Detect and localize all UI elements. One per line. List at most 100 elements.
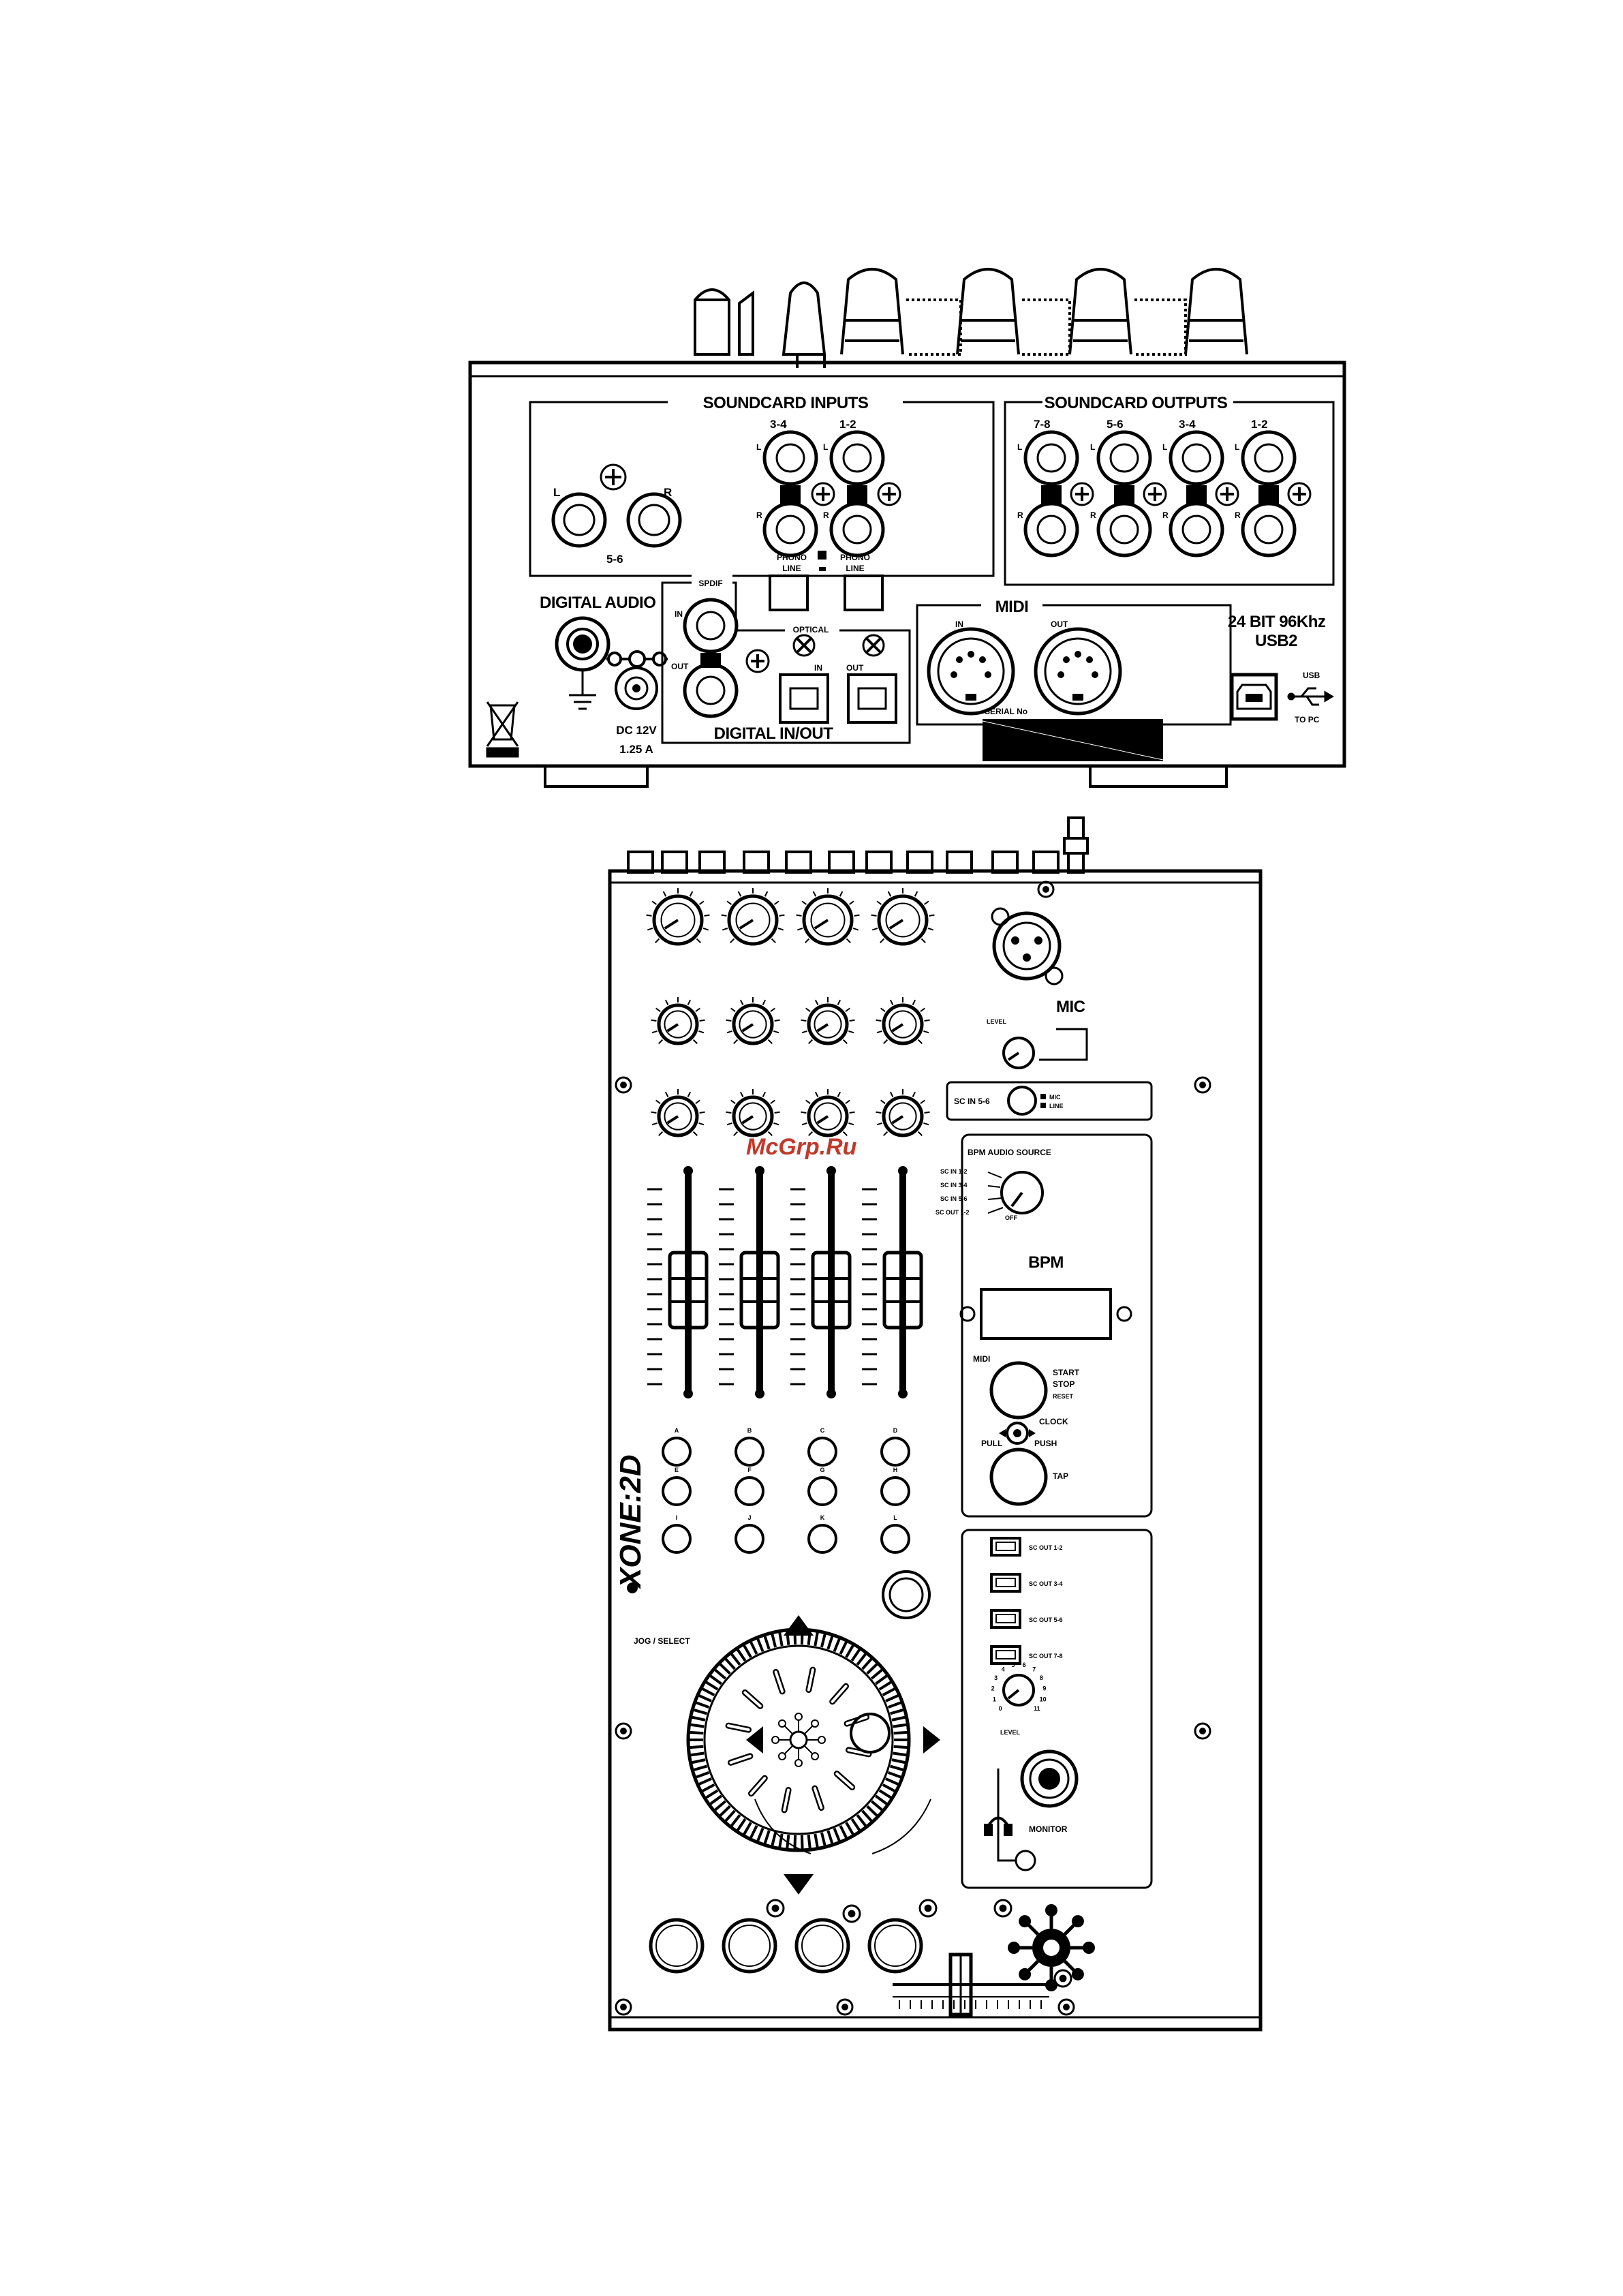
assign-button[interactable]: E: [662, 1467, 692, 1506]
low-knob[interactable]: [726, 1089, 780, 1137]
clock-knob[interactable]: [999, 1422, 1036, 1445]
transport-button[interactable]: [722, 1918, 777, 1974]
crossfader-scale: [899, 2000, 1042, 2009]
transport-button[interactable]: [649, 1918, 705, 1974]
right-arrow-icon[interactable]: [923, 1726, 940, 1754]
up-arrow-icon[interactable]: [784, 1615, 814, 1636]
spec-bit-rate: 24 BIT 96Khz: [1228, 613, 1326, 631]
mid-knob[interactable]: [726, 997, 780, 1045]
monitor-scale-tick: 8: [1040, 1674, 1043, 1681]
line-label-1: LINE: [782, 564, 801, 573]
monitor-source-label: SC OUT 1-2: [1029, 1544, 1063, 1551]
gain-knobs[interactable]: [646, 888, 935, 946]
tap-button[interactable]: [989, 1448, 1048, 1506]
channel-fader[interactable]: [790, 1166, 852, 1398]
channel-fader[interactable]: [862, 1166, 923, 1398]
weee-bin-icon: [486, 701, 519, 758]
input-1-2-label: 1-2: [839, 418, 856, 431]
brand-star-icon: [627, 1582, 638, 1593]
gain-knob[interactable]: [796, 888, 860, 946]
jog-center-logo-icon: [771, 1713, 826, 1767]
assign-button[interactable]: H: [880, 1467, 910, 1506]
dc-power-jack: [615, 667, 658, 710]
assign-button[interactable]: J: [735, 1514, 764, 1554]
spec-usb2: USB2: [1255, 632, 1297, 650]
jog-wheel[interactable]: [686, 1627, 911, 1852]
gain-knob[interactable]: [646, 888, 710, 946]
mid-knob[interactable]: [651, 997, 705, 1045]
assign-button-label: D: [893, 1427, 898, 1434]
bpm-title: BPM: [1028, 1253, 1064, 1272]
screw-icon: [842, 1904, 861, 1923]
digital-audio-label: DIGITAL AUDIO: [540, 594, 655, 612]
down-arrow-icon[interactable]: [784, 1874, 814, 1895]
assign-buttons[interactable]: A B C D E F G H I J K L: [662, 1427, 910, 1554]
monitor-source-switch[interactable]: SC OUT 3-4: [990, 1573, 1063, 1593]
monitor-level-knob[interactable]: [1002, 1674, 1035, 1706]
assign-button[interactable]: G: [807, 1467, 837, 1506]
monitor-source-switch[interactable]: SC OUT 7-8: [990, 1645, 1063, 1665]
phono-line-switches[interactable]: [769, 551, 884, 611]
assign-button[interactable]: L: [880, 1514, 910, 1554]
output-pair-label: 1-2: [1251, 418, 1268, 431]
mid-knob[interactable]: [801, 997, 855, 1045]
top-connectors: [627, 851, 1060, 874]
monitor-source-switch[interactable]: SC OUT 5-6: [990, 1609, 1063, 1629]
channel-faders[interactable]: [647, 1166, 923, 1398]
mic-level-knob[interactable]: [1002, 1037, 1035, 1069]
transport-buttons[interactable]: [649, 1918, 923, 1974]
monitor-scale-tick: 0: [999, 1705, 1002, 1712]
low-knob[interactable]: [876, 1089, 930, 1137]
assign-button-label: H: [893, 1467, 898, 1473]
low-knob[interactable]: [651, 1089, 705, 1137]
left-arrow-icon[interactable]: [746, 1726, 763, 1754]
screw: [615, 1722, 632, 1740]
channel-fader[interactable]: [719, 1166, 780, 1398]
to-pc-label: TO PC: [1295, 715, 1320, 724]
crossfader[interactable]: [893, 1953, 1049, 2017]
assign-button[interactable]: A: [662, 1427, 692, 1467]
monitor-scale-tick: 7: [1032, 1666, 1036, 1673]
gain-knob[interactable]: [721, 888, 785, 946]
output-right-label: R: [1235, 510, 1241, 520]
channel-fader[interactable]: [647, 1166, 709, 1398]
monitor-source-label: SC OUT 7-8: [1029, 1653, 1063, 1659]
mid-knob[interactable]: [876, 997, 930, 1045]
mid-knobs[interactable]: [651, 997, 930, 1045]
screw-icon: [766, 1899, 785, 1918]
input-1-2-l-label: L: [823, 442, 828, 452]
mic-line-switch[interactable]: [1007, 1086, 1037, 1116]
bpm-source-off: OFF: [1005, 1214, 1017, 1221]
start-stop-button[interactable]: [989, 1361, 1048, 1420]
input-5-6-right-label: R: [664, 486, 672, 499]
transport-button[interactable]: [867, 1918, 923, 1974]
monitor-source-switch[interactable]: SC OUT 1-2: [990, 1537, 1063, 1557]
transport-button[interactable]: [794, 1918, 850, 1974]
output-right-label: R: [1017, 510, 1023, 520]
monitor-source-switches[interactable]: SC OUT 1-2 SC OUT 3-4 SC OUT 5-6 SC OUT 7-8: [990, 1537, 1063, 1665]
screw-icon: [993, 1899, 1013, 1918]
bpm-source-4: SC OUT 1-2: [936, 1209, 970, 1216]
input-5-6-jacks: [551, 463, 682, 548]
assign-button[interactable]: B: [735, 1427, 764, 1467]
assign-button[interactable]: I: [662, 1514, 692, 1554]
input-5-6-left-label: L: [553, 486, 560, 499]
low-knobs[interactable]: [651, 1089, 930, 1137]
assign-button[interactable]: C: [807, 1427, 837, 1467]
assign-button[interactable]: F: [735, 1467, 764, 1506]
encoder-knob[interactable]: [882, 1570, 931, 1619]
screw: [1057, 1998, 1075, 2016]
input-1-2-r-label: R: [823, 510, 829, 520]
screw-icon: [918, 1899, 938, 1918]
assign-button[interactable]: D: [880, 1427, 910, 1467]
assign-button[interactable]: K: [807, 1514, 837, 1554]
low-knob[interactable]: [801, 1089, 855, 1137]
screw: [836, 1998, 854, 2016]
assign-button-label: F: [747, 1467, 752, 1473]
input-5-6-label: 5-6: [606, 553, 623, 566]
gain-knob[interactable]: [871, 888, 935, 946]
output-left-label: L: [1090, 442, 1095, 452]
bpm-source-knob[interactable]: [987, 1171, 1044, 1214]
